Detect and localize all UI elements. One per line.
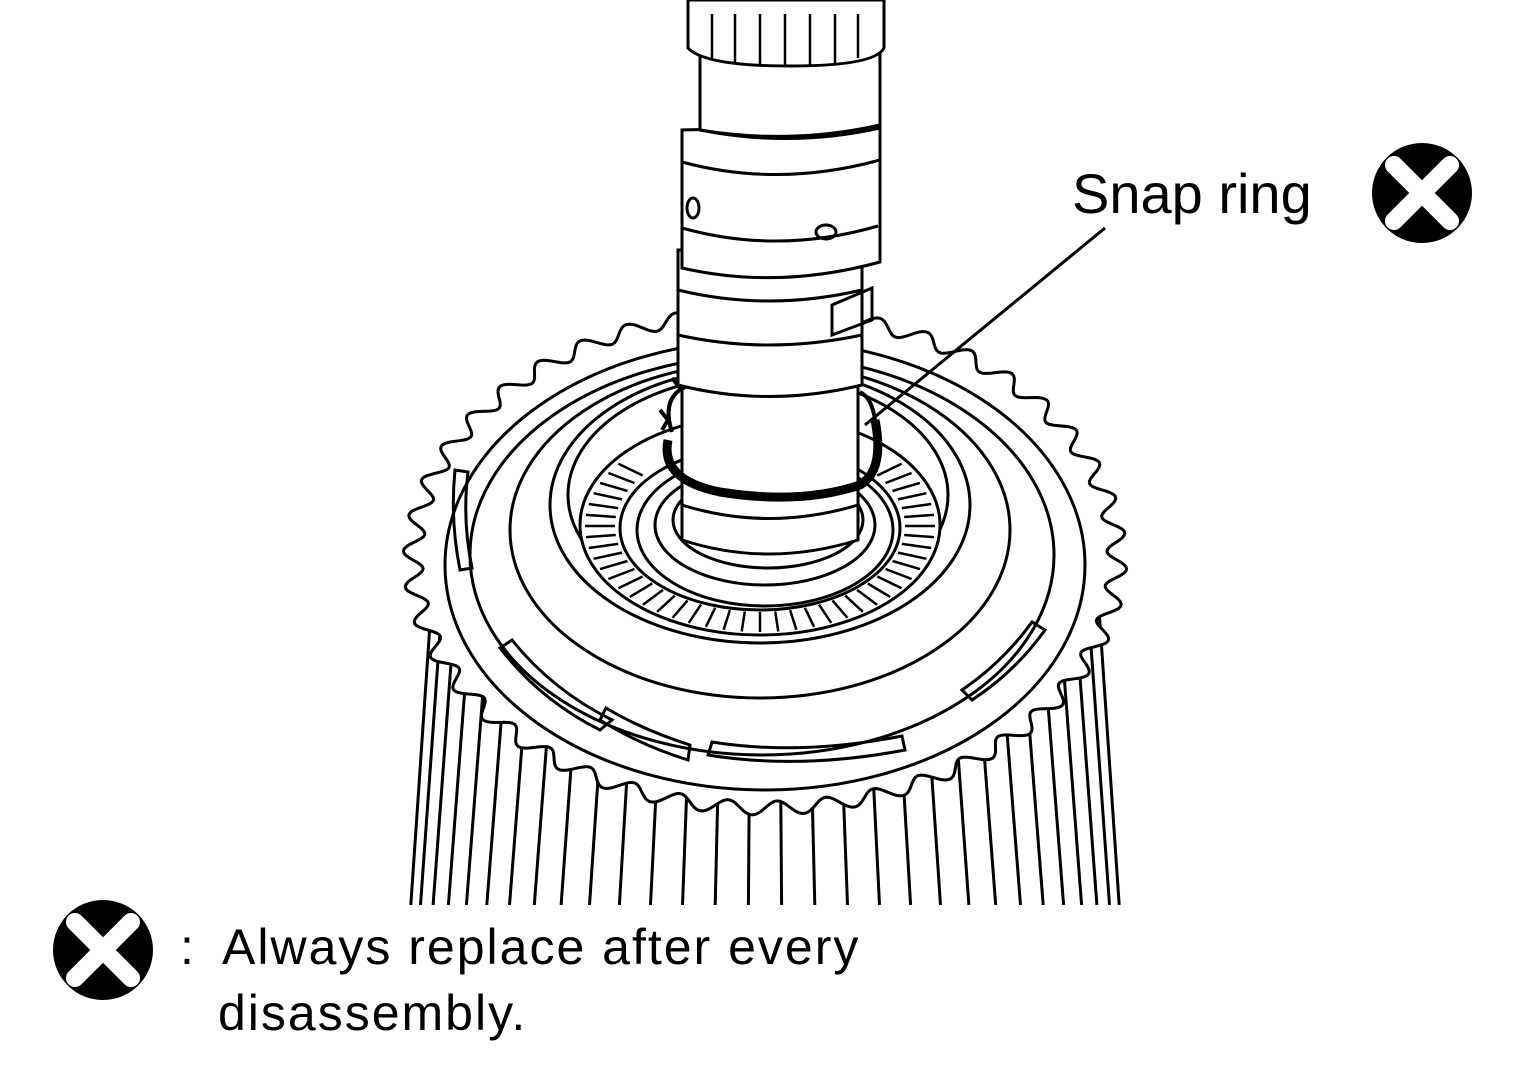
input-shaft [658,0,886,556]
snap-ring-callout: Snap ring [864,143,1472,427]
shaft-notch [830,285,874,338]
shaft-spline-lines [710,14,860,66]
legend-separator: : [180,919,196,975]
shaft-collar [680,123,882,280]
drum-face-slots [451,468,1048,763]
circle-x-icon [53,900,153,1000]
bearing-needles [585,462,935,632]
shaft-oil-hole-2 [814,223,838,241]
circle-x-icon [1372,143,1472,243]
legend-symbol [53,900,153,1000]
shaft-lower [680,378,860,556]
legend-text-line2: disassembly. [218,985,528,1041]
legend-text-line1: Always replace after every [222,919,861,975]
clutch-drum [401,303,1129,906]
shaft-oil-hole-1 [685,196,701,220]
snap-ring-label: Snap ring [1072,162,1312,225]
leader-line [864,226,1106,427]
shaft-middle [676,248,864,398]
